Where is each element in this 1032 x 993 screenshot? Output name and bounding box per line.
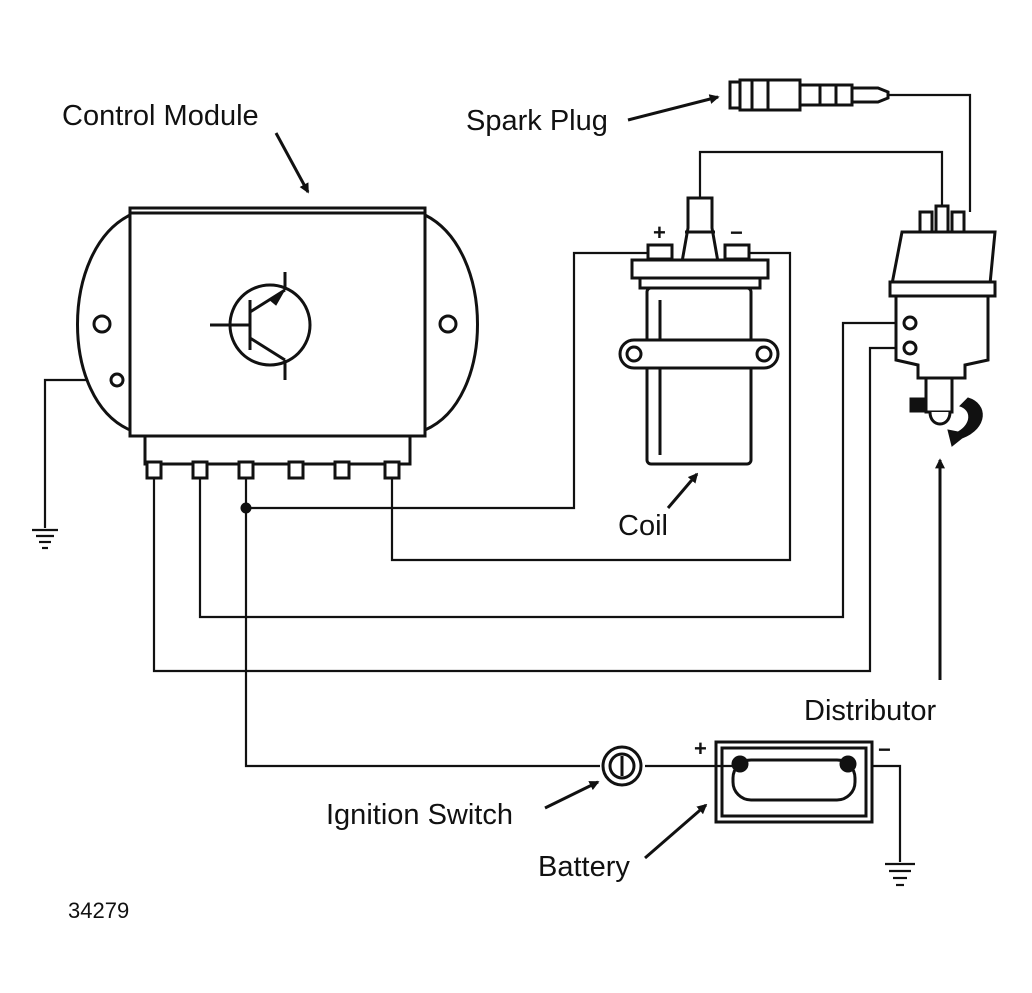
spark-plug-arrow xyxy=(627,94,720,122)
distributor-terminal-2 xyxy=(902,340,918,356)
wire-module-to-ignition-switch xyxy=(244,478,600,768)
coil-tower xyxy=(680,196,720,264)
battery-label: Battery xyxy=(538,851,630,883)
ignition-switch-arrow xyxy=(544,780,600,810)
module-pins xyxy=(145,460,401,480)
ignition-switch xyxy=(601,745,643,787)
battery-ground-wire xyxy=(872,764,902,862)
coil-body xyxy=(645,286,753,466)
distributor xyxy=(888,204,997,447)
distributor-housing xyxy=(894,294,990,380)
wire-module-to-coil-negative xyxy=(390,251,792,562)
coil-positive-mark: + xyxy=(653,220,666,245)
transistor-icon xyxy=(210,272,312,380)
spark-plug-label: Spark Plug xyxy=(466,105,608,137)
battery-positive-terminal xyxy=(731,755,749,773)
battery xyxy=(714,740,874,824)
coil xyxy=(618,196,780,466)
battery-negative-terminal xyxy=(839,755,857,773)
module-left-hole xyxy=(92,314,112,334)
coil-negative-terminal xyxy=(723,243,751,261)
coil-positive-terminal xyxy=(646,243,674,261)
battery-negative-mark: − xyxy=(878,737,891,762)
ground-symbol-module xyxy=(32,528,58,550)
module-body xyxy=(128,206,427,438)
coil-negative-mark: − xyxy=(730,220,743,245)
spark-plug xyxy=(728,78,890,112)
coil-label: Coil xyxy=(618,510,668,542)
module-right-hole xyxy=(438,314,458,334)
distributor-cap-rim xyxy=(888,280,997,298)
figure-number: 34279 xyxy=(68,898,129,923)
module-left-ear xyxy=(76,212,132,433)
wire-module-to-distributor-2 xyxy=(152,346,905,673)
ignition-switch-label: Ignition Switch xyxy=(326,799,513,831)
module-ground-tab xyxy=(109,372,125,388)
module-connector xyxy=(143,434,412,466)
leader-arrows xyxy=(274,94,945,860)
coil-bracket xyxy=(618,338,780,370)
rotation-arrow-icon xyxy=(947,397,983,447)
distributor-terminal-1 xyxy=(902,315,918,331)
wiring xyxy=(43,93,972,862)
wire-sparkplug-to-distributor xyxy=(888,93,972,212)
control-module xyxy=(76,206,479,480)
battery-positive-mark: + xyxy=(694,736,707,761)
ground-symbol-battery xyxy=(885,862,915,887)
wire-module-to-coil-positive xyxy=(246,251,655,510)
distributor-label: Distributor xyxy=(804,695,936,727)
control-module-arrow xyxy=(274,132,310,194)
wire-module-to-distributor-1 xyxy=(198,321,905,619)
battery-arrow xyxy=(644,803,708,860)
distributor-cap xyxy=(890,230,997,286)
control-module-label: Control Module xyxy=(62,100,259,132)
wire-coil-to-distributor xyxy=(698,150,944,212)
module-right-ear xyxy=(423,212,479,433)
wire-junction xyxy=(240,502,252,514)
coil-arrow xyxy=(666,472,699,509)
